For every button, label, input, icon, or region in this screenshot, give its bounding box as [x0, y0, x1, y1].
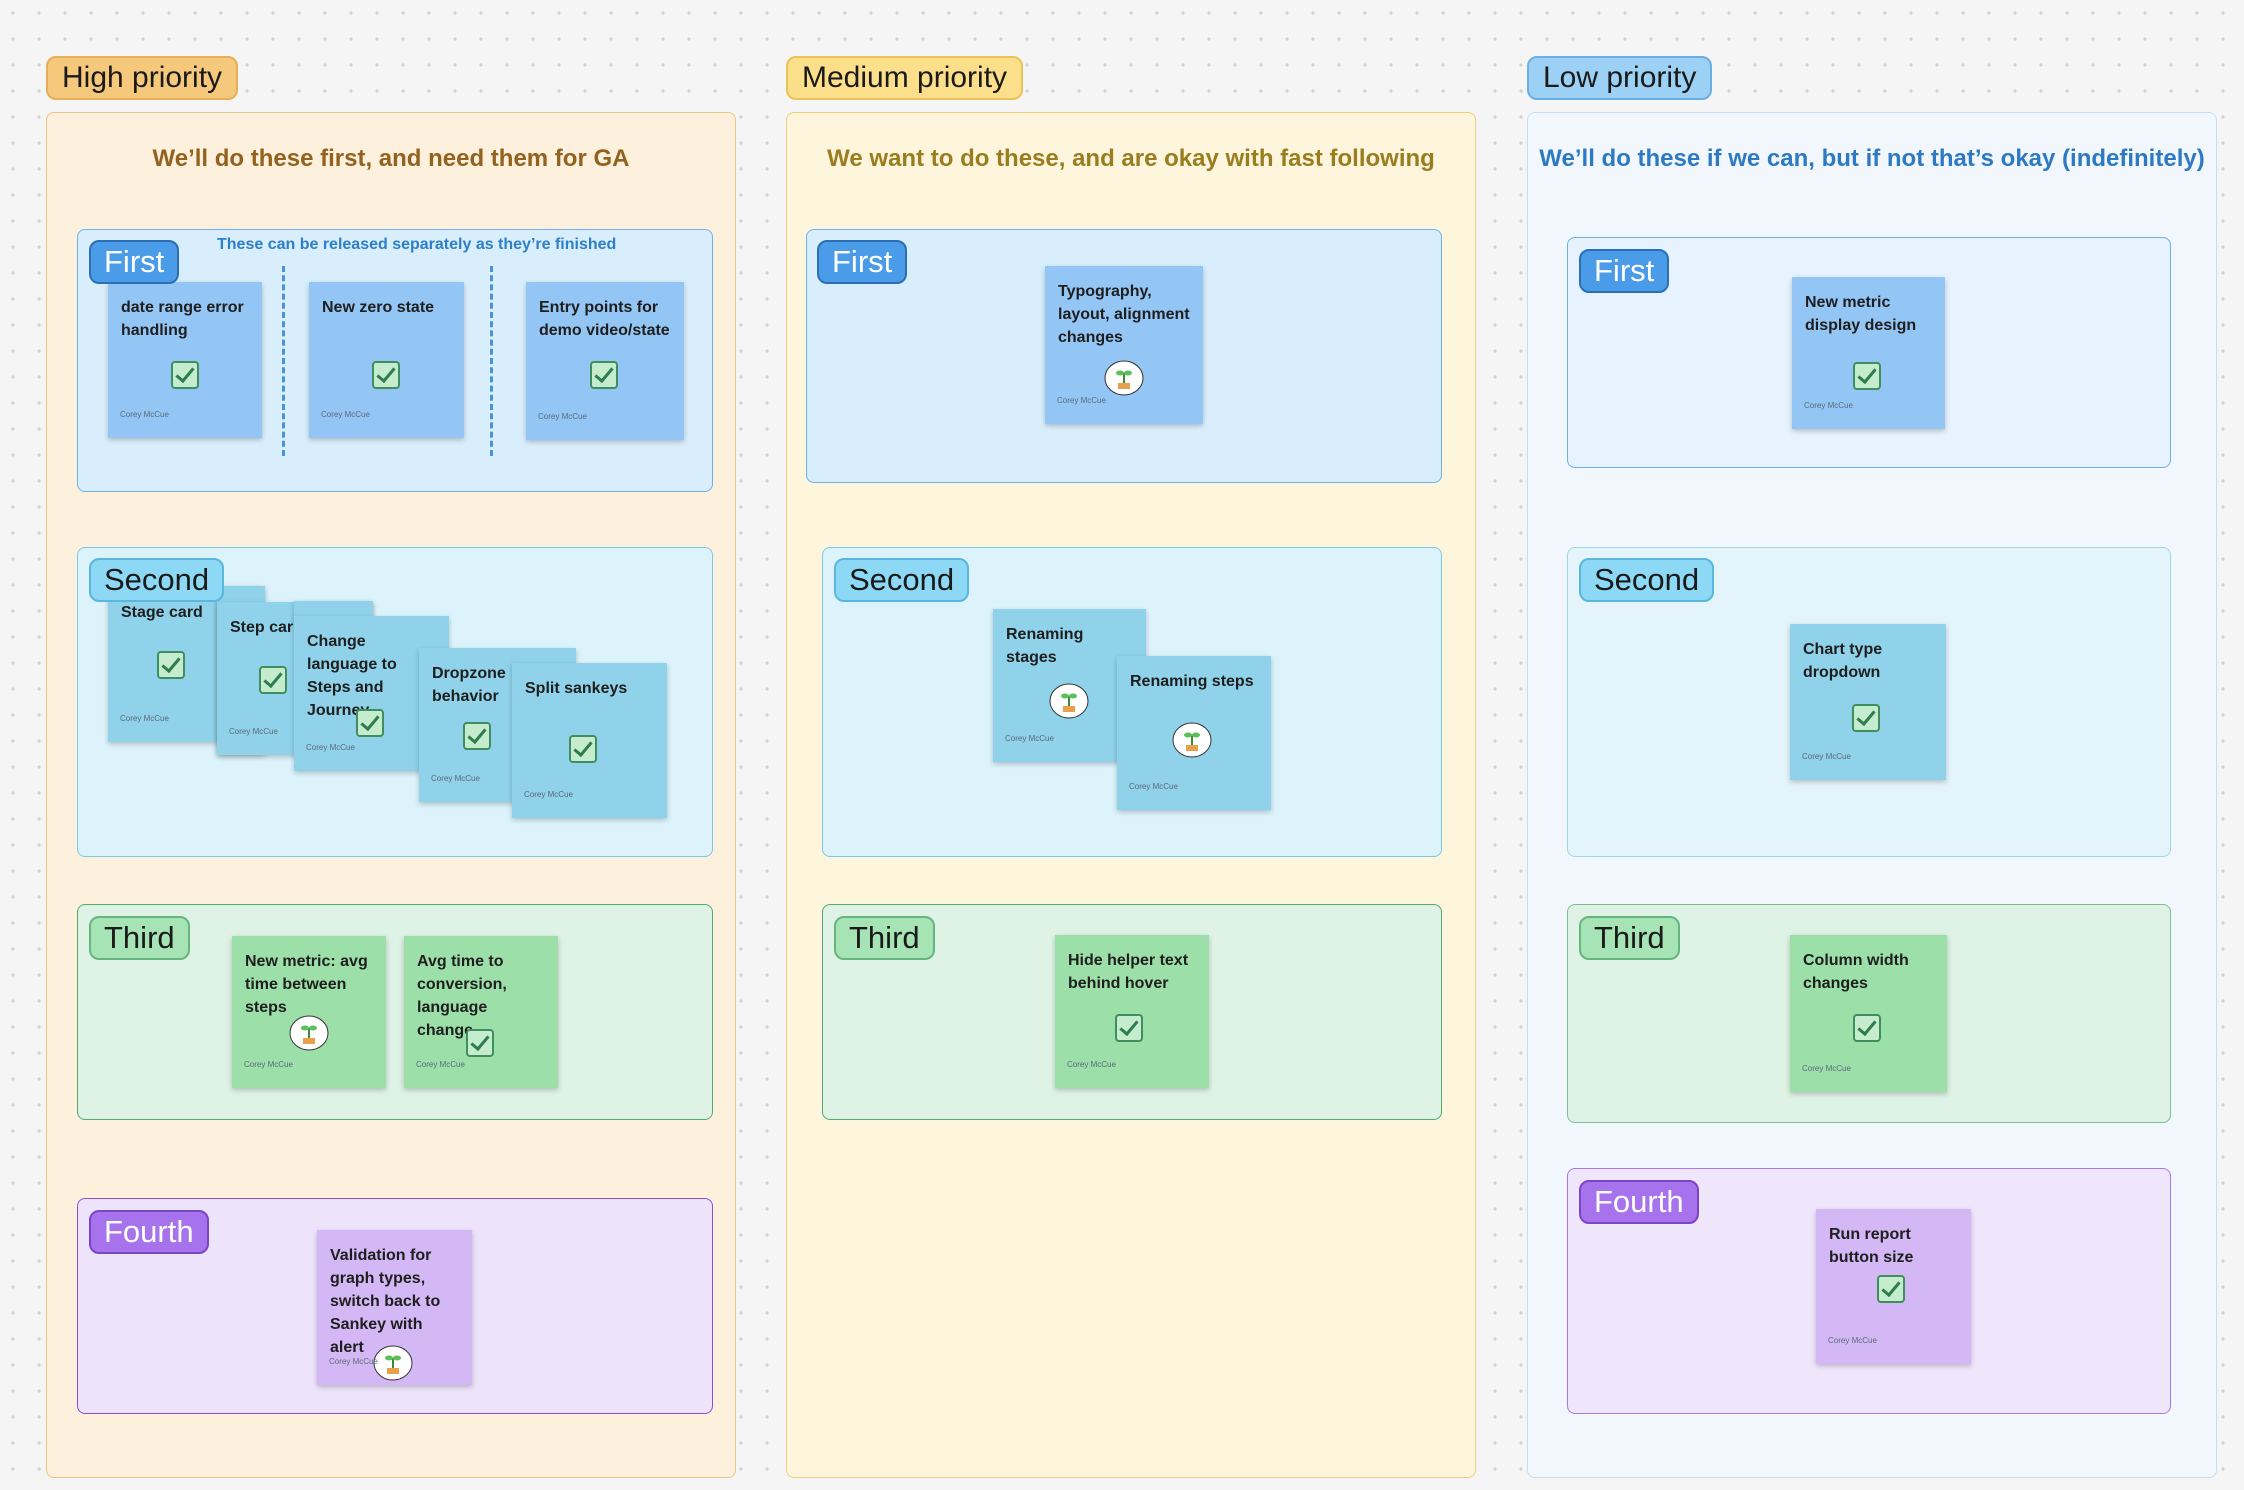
checkmark-icon	[466, 1029, 494, 1057]
sticky-text: Chart type dropdown	[1803, 641, 1883, 681]
section-label-first[interactable]: First	[89, 240, 180, 284]
sticky-author: Corey McCue	[416, 1060, 465, 1069]
checkmark-icon	[1853, 362, 1881, 390]
checkmark-icon	[1115, 1014, 1143, 1042]
section-label-first[interactable]: First	[817, 240, 908, 284]
sticky-note[interactable]: New metric display design Corey McCue	[1792, 277, 1945, 429]
checkmark-icon	[1852, 704, 1880, 732]
checkmark-icon	[372, 361, 400, 389]
section-label-third[interactable]: Third	[1579, 916, 1680, 960]
wip-sticker-icon	[289, 1015, 329, 1051]
checkmark-icon	[171, 361, 199, 389]
sticky-author: Corey McCue	[120, 410, 169, 419]
sticky-text: Change language to Steps and Journey	[307, 633, 397, 719]
column-subtitle-medium: We want to do these, and are okay with f…	[827, 145, 1435, 172]
section-label-third[interactable]: Third	[89, 916, 190, 960]
wip-sticker-icon	[1172, 722, 1212, 758]
sticky-text: Column width changes	[1803, 952, 1909, 992]
sticky-text: New metric display design	[1805, 294, 1917, 334]
sticky-note[interactable]: Hide helper text behind hover Corey McCu…	[1055, 935, 1209, 1088]
sticky-note[interactable]: Validation for graph types, switch back …	[317, 1230, 472, 1385]
column-tag-low-priority[interactable]: Low priority	[1527, 56, 1713, 100]
work-in-progress-sticker	[1104, 358, 1144, 398]
sticky-author: Corey McCue	[524, 790, 573, 799]
work-in-progress-sticker	[1049, 681, 1089, 721]
dashed-separator	[282, 266, 285, 456]
checkmark-icon	[1853, 1014, 1881, 1042]
sticky-note[interactable]: Typography, layout, alignment changes Co…	[1045, 266, 1203, 424]
sticky-text: Split sankeys	[525, 680, 628, 697]
sticky-text: Renaming stages	[1006, 626, 1084, 666]
sticky-author: Corey McCue	[229, 727, 278, 736]
sticky-note[interactable]: Entry points for demo video/state Corey …	[526, 282, 684, 440]
checkmark-icon	[590, 361, 618, 389]
sticky-author: Corey McCue	[538, 412, 587, 421]
sticky-author: Corey McCue	[1129, 782, 1178, 791]
sticky-author: Corey McCue	[306, 743, 355, 752]
sticky-author: Corey McCue	[1802, 1064, 1851, 1073]
sticky-text: Typography, layout, alignment changes	[1058, 283, 1190, 346]
sticky-author: Corey McCue	[1067, 1060, 1116, 1069]
sticky-text: Dropzone behavior	[432, 665, 506, 705]
column-subtitle-high: We’ll do these first, and need them for …	[152, 145, 630, 172]
checkmark-icon	[1877, 1275, 1905, 1303]
wip-sticker-icon	[1104, 360, 1144, 396]
sticky-text: Run report button size	[1829, 1226, 1914, 1266]
section-label-second[interactable]: Second	[834, 558, 970, 602]
sticky-author: Corey McCue	[1804, 401, 1853, 410]
sticky-author: Corey McCue	[1828, 1336, 1877, 1345]
column-tag-medium-priority[interactable]: Medium priority	[786, 56, 1024, 100]
sticky-author: Corey McCue	[244, 1060, 293, 1069]
sticky-note[interactable]: Column width changes Corey McCue	[1790, 935, 1947, 1092]
sticky-text: Renaming steps	[1130, 673, 1254, 690]
section-label-third[interactable]: Third	[834, 916, 935, 960]
sticky-author: Corey McCue	[1005, 734, 1054, 743]
work-in-progress-sticker	[289, 1013, 329, 1053]
sticky-text: New metric: avg time between steps	[245, 953, 368, 1016]
wip-sticker-icon	[1049, 683, 1089, 719]
sticky-author: Corey McCue	[120, 714, 169, 723]
column-subtitle-low: We’ll do these if we can, but if not tha…	[1539, 145, 2205, 172]
sticky-note[interactable]: date range error handling Corey McCue	[108, 282, 262, 438]
work-in-progress-sticker	[1172, 720, 1212, 760]
sticky-author: Corey McCue	[1802, 752, 1851, 761]
checkmark-icon	[157, 651, 185, 679]
section-note: These can be released separately as they…	[217, 236, 617, 253]
sticky-text: Entry points for demo video/state	[539, 299, 670, 339]
sticky-text: Stage card	[121, 604, 203, 621]
sticky-text: New zero state	[322, 299, 435, 316]
section-label-second[interactable]: Second	[1579, 558, 1715, 602]
sticky-author: Corey McCue	[431, 774, 480, 783]
dashed-separator	[490, 266, 493, 456]
sticky-author: Corey McCue	[329, 1357, 378, 1366]
sticky-note[interactable]: New metric: avg time between steps Corey…	[232, 936, 386, 1088]
sticky-author: Corey McCue	[1057, 396, 1106, 405]
checkmark-icon	[356, 709, 384, 737]
sticky-note[interactable]	[294, 601, 373, 619]
sticky-text: date range error handling	[121, 299, 244, 339]
sticky-note[interactable]: Run report button size Corey McCue	[1816, 1209, 1971, 1364]
wip-sticker-icon	[373, 1345, 413, 1381]
checkmark-icon	[259, 666, 287, 694]
sticky-note[interactable]: Split sankeys Corey McCue	[512, 663, 667, 818]
section-label-first[interactable]: First	[1579, 249, 1670, 293]
sticky-note[interactable]: Chart type dropdown Corey McCue	[1790, 624, 1946, 780]
section-label-second[interactable]: Second	[89, 558, 225, 602]
sticky-note[interactable]: Avg time to conversion, language change …	[404, 936, 558, 1088]
sticky-text: Validation for graph types, switch back …	[330, 1247, 441, 1356]
sticky-note[interactable]: Renaming steps Corey McCue	[1117, 656, 1271, 810]
checkmark-icon	[463, 722, 491, 750]
work-in-progress-sticker	[373, 1343, 413, 1383]
checkmark-icon	[569, 735, 597, 763]
sticky-text: Avg time to conversion, language change	[417, 953, 507, 1039]
sticky-text: Step car	[230, 619, 294, 636]
column-tag-high-priority[interactable]: High priority	[46, 56, 239, 100]
sticky-text: Hide helper text behind hover	[1068, 952, 1189, 992]
sticky-author: Corey McCue	[321, 410, 370, 419]
section-label-fourth[interactable]: Fourth	[89, 1210, 209, 1254]
section-label-fourth[interactable]: Fourth	[1579, 1180, 1699, 1224]
sticky-note[interactable]: New zero state Corey McCue	[309, 282, 464, 438]
